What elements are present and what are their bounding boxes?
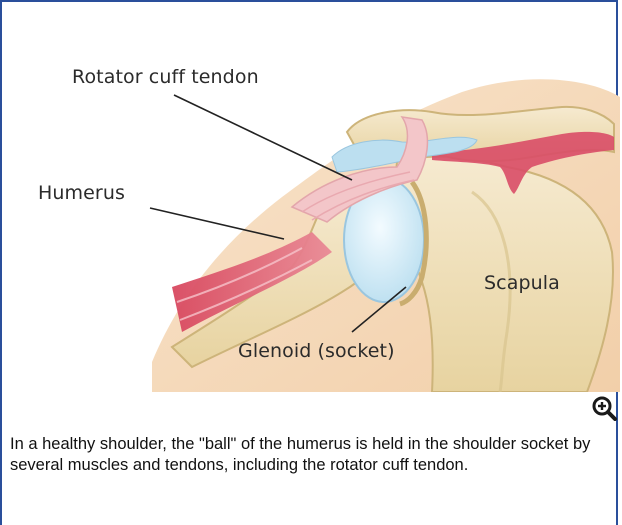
label-glenoid: Glenoid (socket)	[238, 340, 395, 362]
label-scapula: Scapula	[484, 272, 560, 294]
rotator-cuff-pointer	[174, 95, 352, 180]
label-humerus: Humerus	[38, 182, 125, 204]
label-rotator-cuff-tendon: Rotator cuff tendon	[72, 66, 259, 88]
zoom-in-icon[interactable]	[591, 395, 617, 421]
figure-caption: In a healthy shoulder, the "ball" of the…	[10, 434, 610, 475]
